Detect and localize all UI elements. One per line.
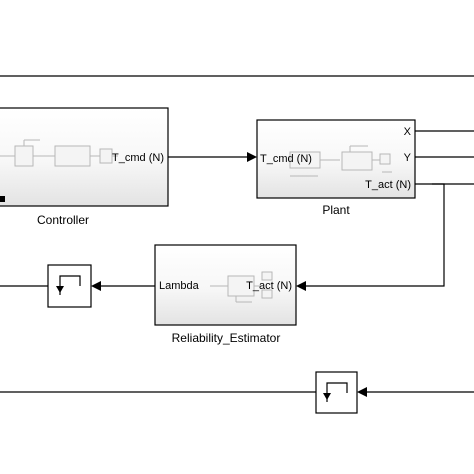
plant-input-port-label: T_cmd (N) (260, 153, 312, 165)
memory-delay-icon (323, 382, 348, 402)
plant-thumbnail (289, 145, 392, 177)
reliability-estimator-block-name[interactable]: Reliability_Estimator (172, 331, 281, 345)
memory-block-1[interactable] (47, 264, 92, 308)
controller-block-name[interactable]: Controller (37, 213, 89, 227)
signal-controller-to-plant[interactable] (168, 152, 257, 162)
signal-plant-tact-to-estimator[interactable] (296, 183, 474, 291)
plant-output-port-y-label: Y (404, 152, 412, 164)
plant-block-name[interactable]: Plant (322, 203, 350, 217)
reliability-estimator-output-port-label: Lambda (159, 280, 200, 292)
plant-block[interactable]: T_cmd (N) X Y T_act (N) (256, 119, 416, 199)
controller-thumbnail (0, 139, 118, 167)
signal-lambda-to-memory[interactable] (91, 281, 155, 291)
plant-output-port-x-label: X (404, 126, 412, 138)
reliability-estimator-input-port-label: T_act (N) (246, 280, 292, 292)
controller-block[interactable]: T_cmd (N) (0, 107, 169, 207)
memory-block-2[interactable] (315, 371, 358, 414)
reliability-estimator-thumbnail (210, 271, 273, 303)
controller-output-port-label: T_cmd (N) (112, 152, 164, 164)
signal-into-memory2[interactable] (357, 387, 474, 397)
controller-port-marker (0, 196, 5, 202)
plant-output-port-tact-label: T_act (N) (365, 179, 411, 191)
memory-delay-icon (56, 275, 81, 295)
reliability-estimator-block[interactable]: Lambda T_act (N) (154, 244, 297, 326)
